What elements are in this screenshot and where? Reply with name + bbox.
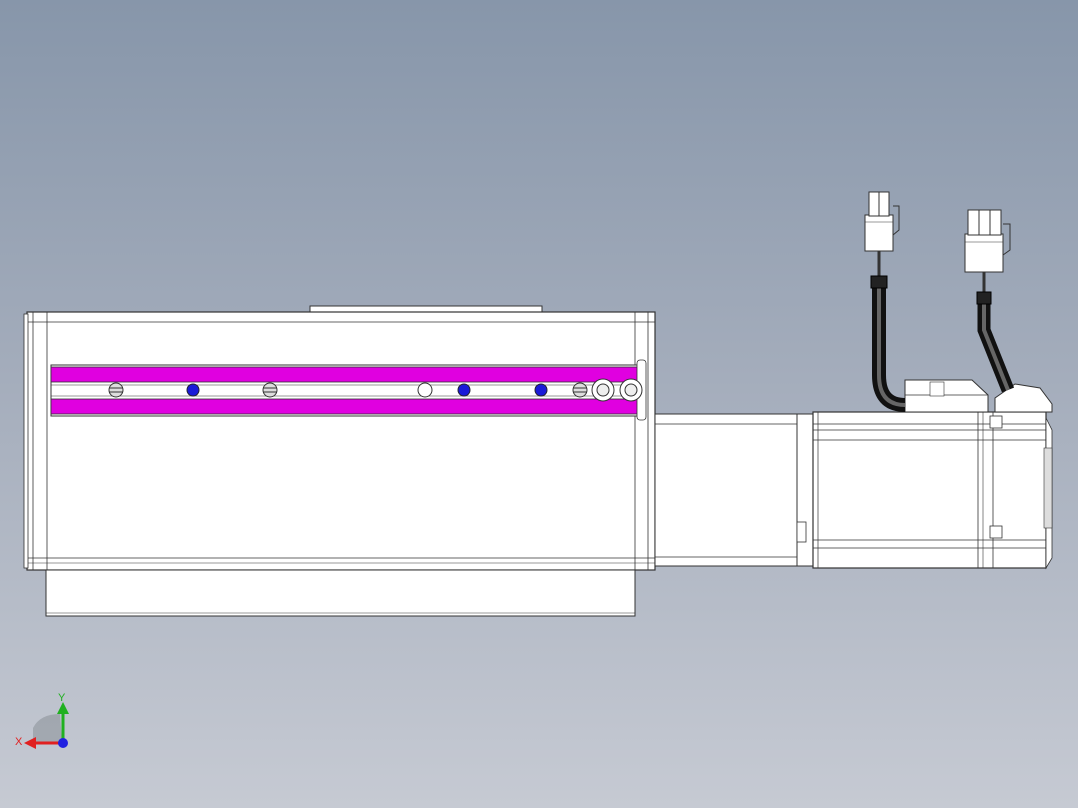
- encoder-connector-block: [994, 383, 1053, 413]
- servo-motor[interactable]: [812, 411, 1053, 570]
- y-axis-label: Y: [58, 692, 66, 704]
- x-axis-label: X: [15, 736, 23, 748]
- coordinate-triad-icon: Y X: [15, 692, 69, 749]
- coupling-housing[interactable]: [654, 413, 801, 567]
- slot-lower-strip: [50, 398, 646, 415]
- encoder-plug-connector[interactable]: [964, 209, 1011, 273]
- blue-hole: [457, 383, 471, 397]
- blue-hole: [186, 383, 200, 397]
- power-plug-connector[interactable]: [864, 191, 900, 252]
- screw-hole: [572, 382, 588, 398]
- open-hole: [417, 382, 433, 398]
- actuator-body[interactable]: [23, 311, 656, 571]
- screw-hole: [262, 382, 278, 398]
- roller-bearing: [591, 378, 615, 402]
- power-connector-block: [904, 379, 989, 413]
- base-plate: [45, 569, 636, 617]
- screw-hole: [108, 382, 124, 398]
- z-axis-dot: [58, 738, 68, 748]
- guide-slot[interactable]: [50, 359, 647, 421]
- blue-hole: [534, 383, 548, 397]
- slot-upper-strip: [50, 366, 646, 383]
- encoder-cable[interactable]: [976, 272, 1015, 393]
- roller-bearing: [619, 378, 643, 402]
- motor-flange: [796, 413, 816, 567]
- power-cable[interactable]: [870, 250, 906, 412]
